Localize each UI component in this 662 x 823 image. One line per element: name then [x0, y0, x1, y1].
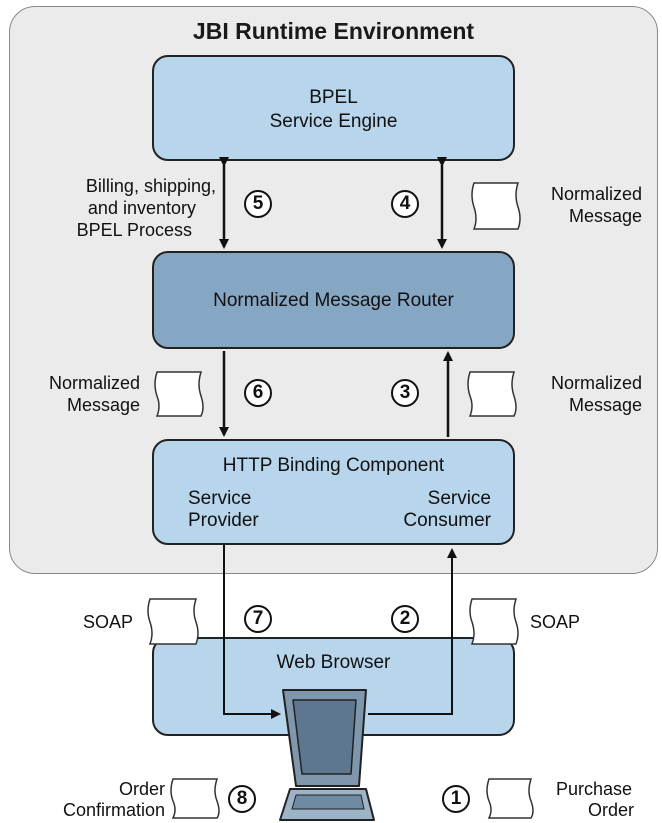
normalized-message-right-line1: Normalized [550, 373, 642, 393]
web-browser-label: Web Browser [276, 652, 391, 673]
normalized-message-top-line2: Message [568, 206, 642, 226]
step-badge-5: 5 [244, 190, 272, 218]
arrow-step-2 [368, 548, 457, 715]
http-binding-title: HTTP Binding Component [222, 455, 445, 476]
bpel-service-engine: BPEL Service Engine [152, 55, 515, 161]
normalized-message-router: Normalized Message Router [152, 251, 515, 349]
message-icon-normalized-top-right [471, 182, 521, 230]
step-badge-7: 7 [244, 605, 272, 633]
normalized-message-left-line1: Normalized [48, 373, 140, 393]
service-provider-line1: Service [188, 488, 252, 509]
bpel-process-line2: and inventory [87, 198, 196, 218]
message-icon-soap-left [147, 598, 199, 645]
normalized-message-right-line2: Message [568, 395, 642, 415]
soap-label-left: SOAP [83, 612, 134, 632]
message-icon-order-confirmation [170, 778, 220, 819]
environment-title: JBI Runtime Environment [192, 18, 475, 44]
step-badge-4: 4 [391, 190, 419, 218]
arrow-step-7 [223, 545, 281, 719]
bpel-engine-line2: Service Engine [269, 111, 398, 132]
order-confirmation-line2: Confirmation [62, 800, 165, 820]
message-icon-purchase-order [486, 778, 534, 819]
laptop-icon [279, 689, 375, 821]
service-provider-line2: Provider [188, 510, 259, 531]
message-icon-normalized-right [467, 371, 517, 417]
order-confirmation-line1: Order [118, 779, 165, 799]
http-binding-component: HTTP Binding Component Service Provider … [152, 439, 515, 545]
bpel-engine-line1: BPEL [309, 87, 358, 108]
step-badge-8: 8 [228, 785, 256, 813]
message-icon-normalized-left [154, 371, 204, 417]
step-badge-1: 1 [442, 785, 470, 813]
soap-label-right: SOAP [530, 612, 581, 632]
normalized-message-left-line2: Message [66, 395, 140, 415]
purchase-order-line2: Order [587, 800, 634, 820]
step-badge-6: 6 [244, 379, 272, 407]
service-consumer-line2: Consumer [403, 510, 491, 531]
normalized-message-top-line1: Normalized [550, 184, 642, 204]
step-badge-2: 2 [391, 605, 419, 633]
message-icon-soap-right [469, 598, 519, 645]
bpel-process-line3: BPEL Process [76, 220, 192, 240]
bpel-process-line1: Billing, shipping, [85, 176, 216, 196]
purchase-order-line1: Purchase [555, 779, 633, 799]
service-consumer-line1: Service [427, 488, 491, 509]
router-label: Normalized Message Router [213, 290, 454, 311]
step-badge-3: 3 [391, 379, 419, 407]
